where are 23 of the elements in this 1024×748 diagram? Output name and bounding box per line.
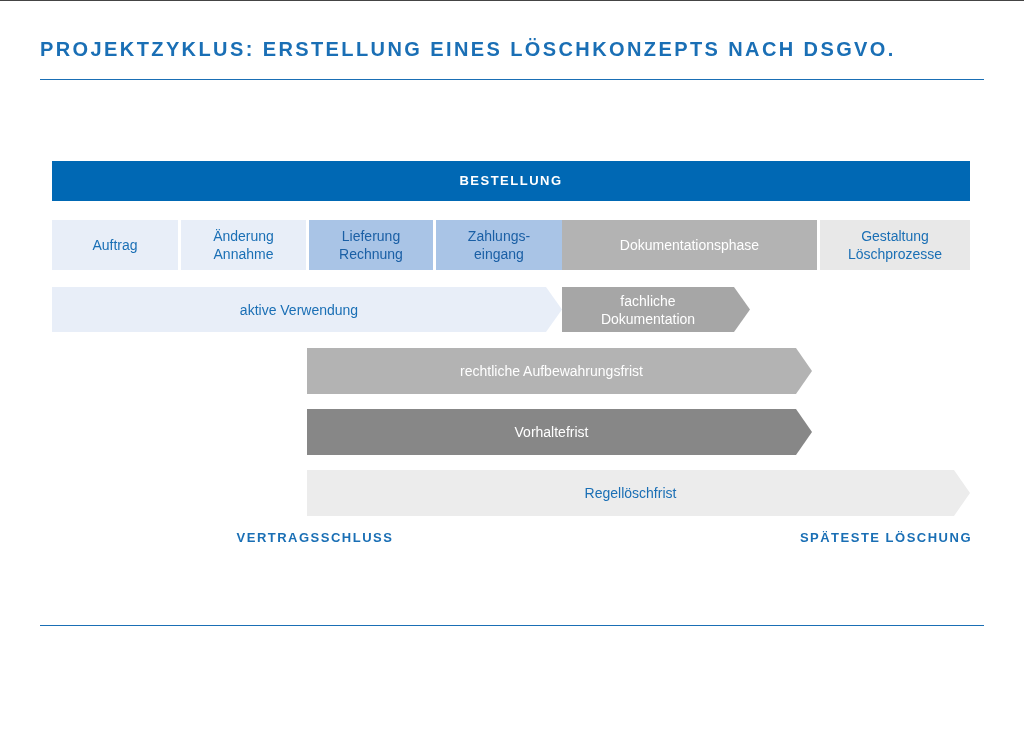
page-title: PROJEKTZYKLUS: ERSTELLUNG EINES LÖSCHKONZEPTS NACH DSGVO.: [40, 38, 896, 61]
node-label: fachliche Dokumentation: [599, 291, 697, 328]
period-band: [307, 348, 812, 394]
node-label: Lieferung Rechnung: [338, 227, 404, 263]
period-band: [307, 409, 812, 455]
phase-cell: [562, 220, 817, 270]
node-label: rechtliche Aufbewahrungsfrist: [460, 362, 643, 380]
node-label: Dokumentationsphase: [619, 236, 760, 254]
node-label: aktive Verwendung: [239, 300, 359, 319]
milestone-label: SPÄTESTE LÖSCHUNG: [799, 530, 972, 545]
milestone-label: VERTRAGSSCHLUSS: [236, 530, 394, 545]
node-label: BESTELLUNG: [459, 172, 563, 190]
header-bar: [52, 161, 970, 201]
node-label: Regellöschfrist: [584, 484, 677, 502]
node-label: Gestaltung Löschprozesse: [846, 227, 944, 263]
phase-band: [562, 287, 750, 332]
phase-band: [52, 287, 562, 332]
node-label: Änderung Annahme: [212, 227, 275, 263]
phase-cell: [309, 220, 433, 270]
phase-cell: [436, 220, 562, 270]
node-label: Auftrag: [92, 236, 138, 254]
node-label: Vorhaltefrist: [514, 423, 589, 441]
node-label: Zahlungs- eingang: [466, 227, 532, 263]
